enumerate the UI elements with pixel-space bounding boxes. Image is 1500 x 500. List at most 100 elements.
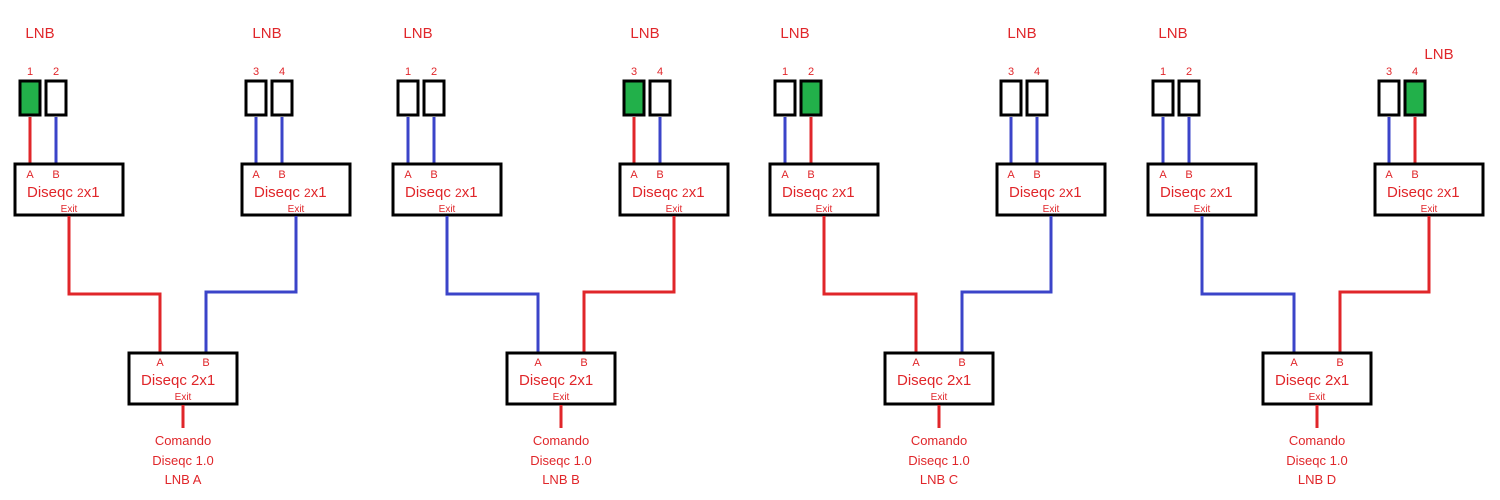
lnb-port-number: 3 [1386, 66, 1392, 78]
input-a-label: A [404, 169, 412, 181]
diseqc-switch-box [768, 162, 880, 217]
command-label: Comando [155, 433, 211, 448]
final-switch-title: Diseqc 2x1 [897, 372, 971, 389]
input-b-label: B [1411, 169, 1418, 181]
active-cable [822, 216, 918, 353]
exit-label: Exit [61, 204, 78, 215]
diseqc-switch-title: Diseqc 2x1 [1387, 184, 1460, 201]
inactive-cable [1200, 216, 1296, 353]
inactive-cable [960, 216, 1053, 353]
lnb-port-number: 1 [782, 66, 788, 78]
input-a-label: A [1159, 169, 1167, 181]
diseqc-switch-box [1373, 162, 1485, 217]
command-lnb-label: LNB C [920, 472, 958, 487]
lnb-port-number: 1 [1160, 66, 1166, 78]
command-label: Comando [1289, 433, 1345, 448]
lnb-port-box [396, 79, 420, 117]
lnb-port-box [1151, 79, 1175, 117]
lnb-port-number: 2 [1186, 66, 1192, 78]
command-protocol-label: Diseqc 1.0 [1286, 453, 1347, 468]
lnb-port-box [1025, 79, 1049, 117]
command-lnb-label: LNB A [165, 472, 202, 487]
lnb-port-box [648, 79, 672, 117]
final-diseqc-switch-box [1261, 351, 1373, 406]
lnb-port-box [773, 79, 797, 117]
exit-label: Exit [1309, 392, 1326, 403]
lnb-port-number: 4 [657, 66, 663, 78]
diseqc-switch-title: Diseqc 2x1 [1009, 184, 1082, 201]
final-switch-title: Diseqc 2x1 [141, 372, 215, 389]
command-protocol-label: Diseqc 1.0 [530, 453, 591, 468]
diseqc-switch-title: Diseqc 2x1 [1160, 184, 1233, 201]
exit-label: Exit [1421, 204, 1438, 215]
input-a-label: A [252, 169, 260, 181]
input-b-label: B [807, 169, 814, 181]
diseqc-switch-title: Diseqc 2x1 [27, 184, 100, 201]
inactive-cable [204, 216, 298, 353]
lnb-port-number: 2 [431, 66, 437, 78]
lnb-port-number: 2 [808, 66, 814, 78]
exit-label: Exit [931, 392, 948, 403]
diseqc-switch-title: Diseqc 2x1 [254, 184, 327, 201]
exit-label: Exit [666, 204, 683, 215]
final-switch-title: Diseqc 2x1 [519, 372, 593, 389]
final-diseqc-switch-box [505, 351, 617, 406]
lnb-label: LNB [1424, 46, 1453, 63]
active-cable [1338, 216, 1431, 353]
input-a-label: A [26, 169, 34, 181]
lnb-port-number: 1 [405, 66, 411, 78]
exit-label: Exit [175, 392, 192, 403]
input-a-label: A [912, 357, 920, 369]
diseqc-switch-box [618, 162, 730, 217]
diseqc-switch-box [240, 162, 352, 217]
lnb-port-box [422, 79, 446, 117]
lnb-port-number: 3 [1008, 66, 1014, 78]
input-a-label: A [630, 169, 638, 181]
exit-label: Exit [1194, 204, 1211, 215]
lnb-port-active-box [1403, 79, 1427, 117]
input-b-label: B [580, 357, 587, 369]
lnb-port-number: 3 [631, 66, 637, 78]
command-protocol-label: Diseqc 1.0 [152, 453, 213, 468]
input-a-label: A [781, 169, 789, 181]
exit-label: Exit [288, 204, 305, 215]
exit-label: Exit [439, 204, 456, 215]
lnb-label: LNB [780, 25, 809, 42]
lnb-port-number: 4 [1412, 66, 1418, 78]
input-b-label: B [1336, 357, 1343, 369]
lnb-port-box [1177, 79, 1201, 117]
final-diseqc-switch-box [127, 351, 239, 406]
lnb-label: LNB [1158, 25, 1187, 42]
lnb-port-box [244, 79, 268, 117]
lnb-port-box [270, 79, 294, 117]
lnb-port-number: 4 [1034, 66, 1040, 78]
lnb-label: LNB [252, 25, 281, 42]
diseqc-switch-title: Diseqc 2x1 [405, 184, 478, 201]
lnb-port-active-box [18, 79, 42, 117]
lnb-label: LNB [630, 25, 659, 42]
lnb-port-number: 3 [253, 66, 259, 78]
final-switch-title: Diseqc 2x1 [1275, 372, 1349, 389]
input-b-label: B [430, 169, 437, 181]
active-cable [582, 216, 676, 353]
inactive-cable [445, 216, 540, 353]
exit-label: Exit [553, 392, 570, 403]
lnb-port-box [999, 79, 1023, 117]
input-b-label: B [278, 169, 285, 181]
input-b-label: B [1185, 169, 1192, 181]
diseqc-switch-box [391, 162, 503, 217]
input-b-label: B [52, 169, 59, 181]
lnb-port-number: 2 [53, 66, 59, 78]
input-b-label: B [1033, 169, 1040, 181]
lnb-label: LNB [1007, 25, 1036, 42]
command-protocol-label: Diseqc 1.0 [908, 453, 969, 468]
input-b-label: B [958, 357, 965, 369]
command-label: Comando [533, 433, 589, 448]
input-a-label: A [534, 357, 542, 369]
command-lnb-label: LNB D [1298, 472, 1336, 487]
